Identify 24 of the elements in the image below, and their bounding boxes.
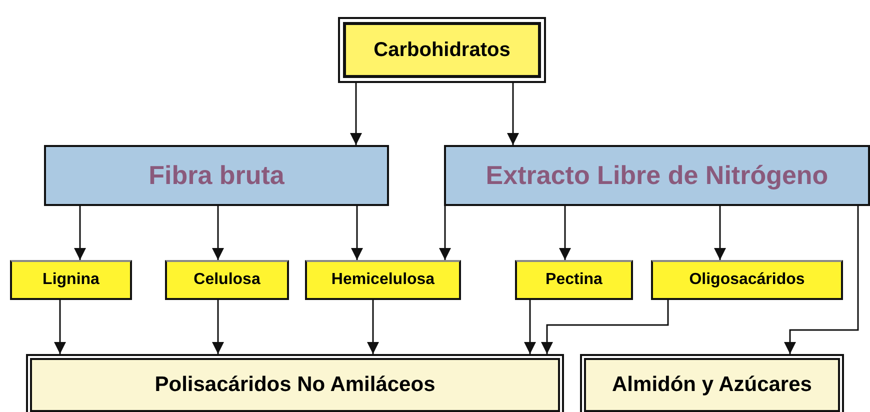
arrow [559, 206, 571, 260]
arrow [439, 206, 451, 260]
node-label: Polisacáridos No Amiláceos [154, 373, 436, 397]
node-label: Fibra bruta [148, 160, 284, 191]
arrow [74, 206, 86, 260]
component-box [515, 260, 633, 300]
node-label: Oligosacáridos [689, 271, 805, 289]
node-label: Pectina [546, 271, 602, 289]
arrow [541, 300, 669, 354]
category-box [44, 145, 389, 206]
node-label: Hemicelulosa [331, 271, 435, 289]
node-label: Carbohidratos [374, 38, 510, 62]
category-box [444, 145, 870, 206]
component-box [165, 260, 289, 300]
component-box [651, 260, 843, 300]
arrow [714, 206, 726, 260]
arrow [212, 206, 224, 260]
component-box [10, 260, 132, 300]
node-label: Celulosa [194, 271, 260, 289]
node-label: Lignina [42, 271, 100, 289]
arrow [351, 206, 363, 260]
node-label: Almidón y Azúcares [612, 373, 812, 397]
node-label: Extracto Libre de Nitrógeno [486, 160, 828, 191]
component-box [305, 260, 461, 300]
